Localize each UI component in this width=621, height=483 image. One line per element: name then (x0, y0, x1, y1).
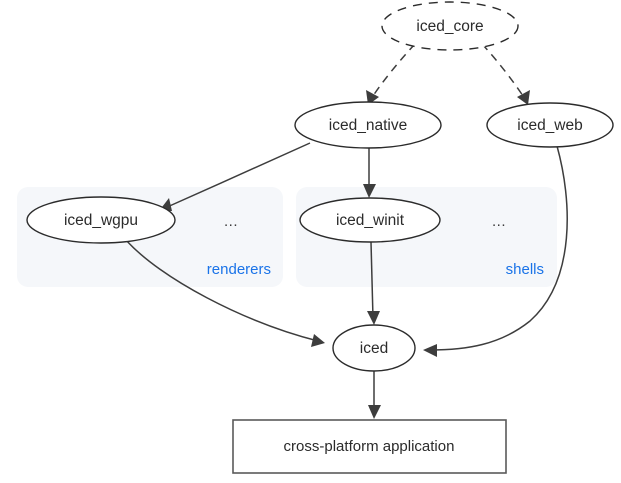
node-iced-web[interactable]: iced_web (486, 102, 614, 148)
edge-core-to-web-line (481, 43, 526, 100)
edge-web-to-iced-arrowhead (423, 344, 437, 357)
node-iced[interactable]: iced (332, 324, 416, 372)
node-cross-platform-application-label: cross-platform application (284, 438, 455, 455)
edge-web-to-iced (423, 145, 568, 357)
node-iced-wgpu-ellipse[interactable] (26, 196, 176, 244)
edge-native-to-winit (363, 148, 376, 198)
node-iced-core[interactable]: iced_core (381, 1, 519, 51)
node-iced-core-ellipse[interactable] (381, 1, 519, 51)
edge-winit-to-iced-arrowhead (367, 311, 380, 325)
edge-core-to-native (366, 43, 416, 105)
edge-core-to-web (481, 43, 530, 105)
node-iced-core-label: iced_core (416, 18, 483, 35)
node-iced-winit[interactable]: iced_winit (299, 197, 441, 243)
edge-iced-to-application (368, 371, 381, 419)
edge-native-to-wgpu-line (164, 142, 311, 209)
edge-wgpu-to-iced (125, 239, 325, 347)
node-iced-ellipse[interactable] (332, 324, 416, 372)
edge-core-to-native-arrowhead (366, 90, 379, 105)
cluster-shells-label: shells (506, 261, 544, 278)
edge-winit-to-iced-line (370, 241, 374, 319)
cluster-shells-ellipsis: ... (492, 213, 506, 230)
nodes-layer: iced_core iced_native iced_web iced_wgpu… (26, 1, 614, 474)
node-iced-native-ellipse[interactable] (294, 101, 442, 149)
edge-core-to-web-arrowhead (517, 90, 530, 105)
edge-native-to-winit-arrowhead (363, 184, 376, 198)
cluster-renderers-ellipsis: ... (224, 213, 238, 230)
node-iced-web-ellipse[interactable] (486, 102, 614, 148)
edge-web-to-iced-line (429, 145, 568, 351)
node-iced-winit-label: iced_winit (336, 212, 405, 229)
node-iced-winit-ellipse[interactable] (299, 197, 441, 243)
edge-winit-to-iced (367, 241, 380, 325)
edge-wgpu-to-iced-arrowhead (311, 334, 325, 347)
node-iced-wgpu[interactable]: iced_wgpu (26, 196, 176, 244)
node-iced-native-label: iced_native (329, 117, 407, 134)
edges-layer (125, 43, 568, 419)
edge-core-to-native-line (370, 43, 416, 100)
node-iced-label: iced (360, 340, 388, 357)
cluster-renderers-label: renderers (207, 261, 271, 278)
edge-wgpu-to-iced-line (125, 239, 319, 342)
edge-iced-to-application-arrowhead (368, 405, 381, 419)
node-iced-native[interactable]: iced_native (294, 101, 442, 149)
node-iced-wgpu-label: iced_wgpu (64, 212, 138, 229)
node-cross-platform-application-rect[interactable] (232, 419, 507, 474)
node-iced-web-label: iced_web (517, 117, 583, 134)
node-cross-platform-application[interactable]: cross-platform application (232, 419, 507, 474)
